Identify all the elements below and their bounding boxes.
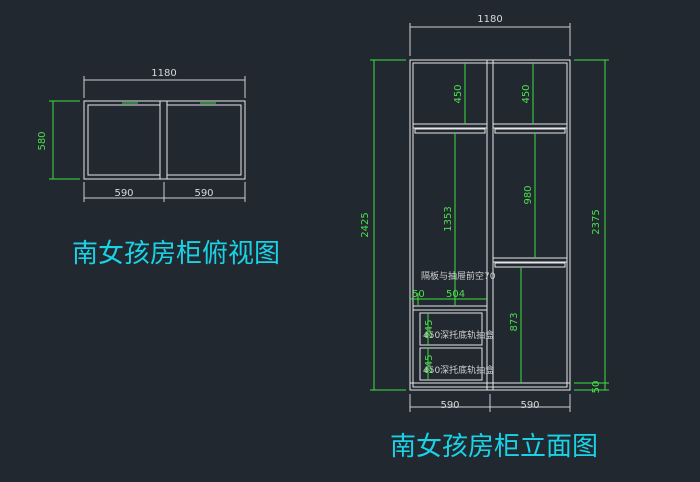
drawer-lower	[419, 347, 483, 381]
rod-right-upper	[494, 128, 566, 134]
top-view	[83, 100, 246, 180]
elevation-cabinet	[409, 59, 571, 391]
elevation-height-left-label: 2425	[360, 212, 371, 237]
drawer-lower-height-label: 245	[424, 354, 435, 373]
left-hanging-label: 1353	[443, 206, 454, 231]
elevation-outline	[409, 59, 571, 391]
drawer-upper-height-label: 245	[424, 319, 435, 338]
elevation-hanging-rods	[414, 128, 566, 268]
elevation-title: 南女孩房柜立面图	[390, 432, 598, 462]
rod-left	[414, 128, 486, 134]
right-top-cell-label: 450	[521, 84, 532, 103]
elevation-dimension-lines	[409, 23, 571, 412]
top-view-depth-dimension	[49, 100, 80, 180]
partition-note: 隔板与抽屉前空70	[421, 270, 496, 282]
gap-label: 50	[412, 289, 425, 300]
top-view-bay-left	[87, 104, 161, 176]
drawer-lower-note: 450深托底轨抽盒	[423, 364, 494, 376]
top-view-outline	[83, 100, 246, 180]
left-top-cell-label: 450	[453, 84, 464, 103]
elevation-bay-left-label: 590	[440, 400, 459, 411]
drawer-upper-note: 450深托底轨抽盒	[423, 329, 494, 341]
top-view-bay-left-label: 590	[114, 188, 133, 199]
top-view-dimension-lines	[83, 76, 246, 202]
top-view-title: 南女孩房柜俯视图	[72, 239, 280, 269]
elevation-plinth-label: 50	[591, 381, 602, 394]
right-hanging-lower-label: 873	[509, 312, 520, 331]
top-view-width-label: 1180	[151, 68, 176, 79]
inner-width-label: 504	[446, 289, 465, 300]
right-hanging-upper-label: 980	[523, 185, 534, 204]
drawer-upper	[419, 312, 483, 346]
elevation-bay-right-label: 590	[520, 400, 539, 411]
elevation-height-right-label: 2375	[591, 209, 602, 234]
top-view-bay-right-label: 590	[194, 188, 213, 199]
elevation-height-dimensions	[370, 59, 609, 391]
rod-right-lower	[494, 262, 566, 268]
elevation-width-label: 1180	[477, 14, 502, 25]
top-view-depth-label: 580	[37, 131, 48, 150]
top-view-bay-right	[166, 104, 242, 176]
